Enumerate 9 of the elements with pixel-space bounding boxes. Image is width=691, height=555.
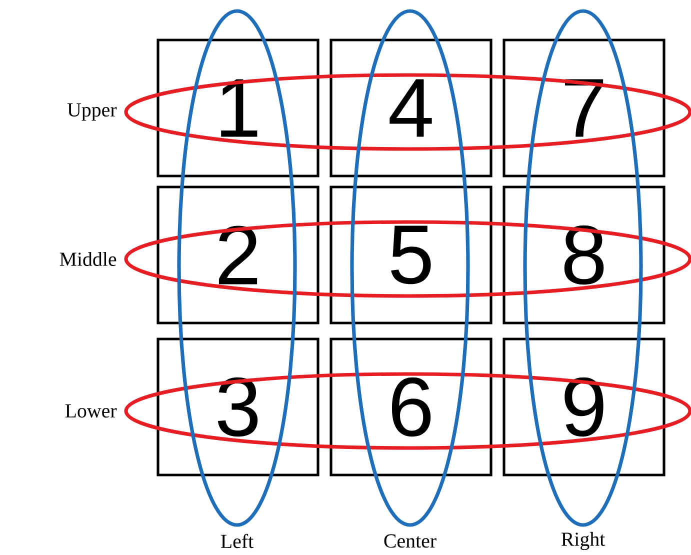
number-box: 6 xyxy=(330,338,492,476)
column-label: Right xyxy=(561,532,606,550)
column-label: Left xyxy=(221,534,254,548)
number-box: 5 xyxy=(330,186,492,324)
number-box: 4 xyxy=(330,38,492,178)
column-label: Center xyxy=(384,534,436,548)
row-label: Upper xyxy=(67,103,117,121)
row-label: Lower xyxy=(65,404,117,418)
row-label: Middle xyxy=(60,252,116,266)
